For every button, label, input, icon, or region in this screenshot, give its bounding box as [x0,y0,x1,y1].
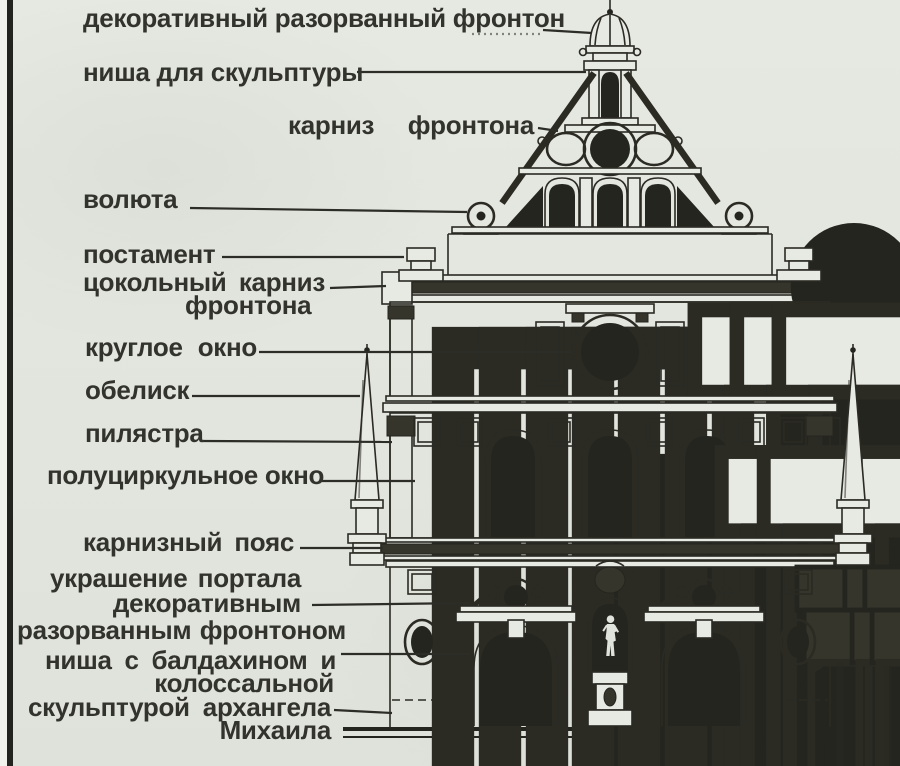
label-michael-niche-line4: Михаила [219,715,332,745]
portal-left [455,577,577,726]
label-socle-cornice-line2: фронтона [185,290,312,320]
attic-band [447,233,900,766]
socle-cornice [381,271,839,305]
middle-storey [386,412,900,766]
semicircular-window [484,429,542,538]
label-round-window: круглое окно [85,332,257,362]
leader-michael-sculpture [333,708,393,715]
leader-lines [189,28,593,715]
label-socle-cornice-line1: цокольный карниз [83,267,325,297]
ground-floor [389,560,900,766]
leader-volute [189,206,468,214]
leader-broken-pediment [542,28,593,35]
page-gutter-line [7,0,13,766]
label-sculpture-niche: ниша для скульптуры [83,57,364,87]
semicircular-window [678,429,736,538]
obelisk-left [347,344,387,566]
leader-portal-decoration [311,601,471,607]
pediment-gable [451,0,769,235]
leader-pediment-cornice [537,126,559,133]
pediment-base-cornice [451,226,769,234]
michael-niche [587,560,633,727]
page-margin [0,0,7,766]
cornice-belt [379,537,841,568]
label-michael-niche-line1: ниша с балдахином и [45,645,336,675]
label-obelisk: обелиск [85,375,190,405]
statue-on-pedestal-left [398,222,900,766]
sculpture-niche-tower [564,60,656,133]
round-window [571,313,649,391]
leader-socle-cornice [329,284,387,290]
label-pilaster: пилястра [85,418,204,448]
label-volute: волюта [83,184,178,214]
pediment-round-window [518,121,702,177]
label-portal-decoration-line1: украшение портала [50,563,301,593]
oval-window-right [779,618,817,666]
label-semicircular-window: полуциркульное окно [47,460,325,490]
label-portal-decoration-line2: декоративным [112,588,301,618]
label-broken-pediment: декоративный разорванный фронтон [83,3,565,33]
label-pediment-cornice: карниз фронтона [288,110,534,140]
label-michael-niche-line3: скульптурой архангела [28,692,331,722]
oval-window-left [403,618,441,666]
pediment-raking-cornice [499,71,721,205]
upper-storey [382,301,900,766]
label-michael-niche-line2: колоссальной [154,668,334,698]
leader-pilaster [202,439,393,444]
cupola [578,0,642,62]
label-pedestal: постамент [83,239,216,269]
label-portal-decoration-line3: разорванным фронтоном [17,615,346,645]
semicircular-window [581,429,639,538]
label-cornice-belt: карнизный пояс [83,527,294,557]
pediment-window-band [505,177,715,229]
